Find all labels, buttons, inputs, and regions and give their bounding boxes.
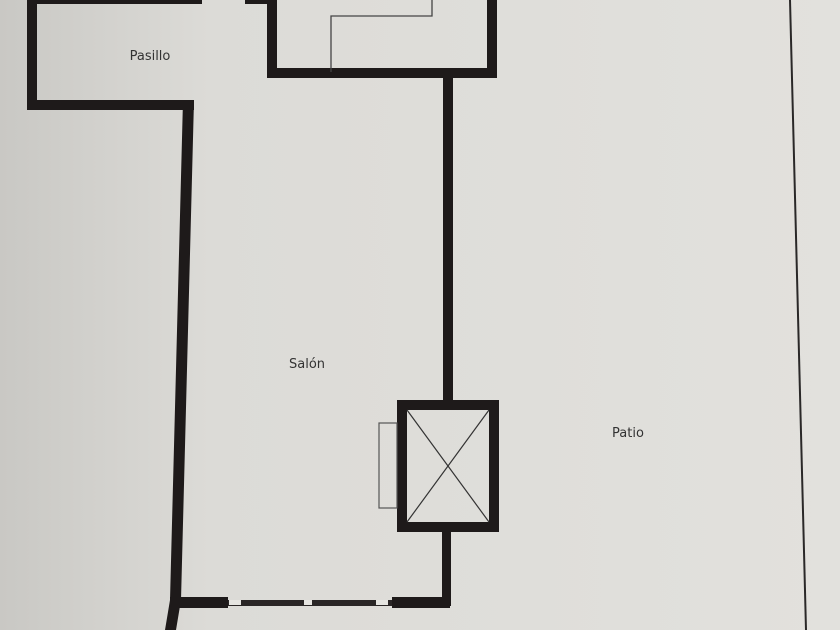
walls (27, 0, 497, 630)
shaft-box (378, 400, 499, 532)
wall-bottom-left (170, 597, 228, 608)
patio-boundary-line (789, 0, 807, 630)
wall-top-left (27, 0, 202, 4)
wall-pasillo-bottom (27, 100, 194, 110)
window (228, 600, 392, 606)
wall-room-bottom (270, 68, 497, 78)
shaft-side-panel (378, 422, 398, 509)
wall-room-left (267, 0, 277, 78)
wall-top-mid (245, 0, 275, 4)
room-label-pasillo: Pasillo (130, 49, 171, 64)
wall-salon-right (443, 78, 453, 402)
wall-room-right (487, 0, 497, 78)
wall-pasillo-left (27, 0, 37, 110)
room-label-patio: Patio (612, 426, 644, 441)
wall-bottom-right (392, 597, 450, 608)
wall-salon-right-lower (442, 530, 451, 606)
inner-lines (330, 0, 433, 72)
room-label-salon: Salón (289, 357, 325, 372)
wall-salon-left (165, 100, 194, 630)
